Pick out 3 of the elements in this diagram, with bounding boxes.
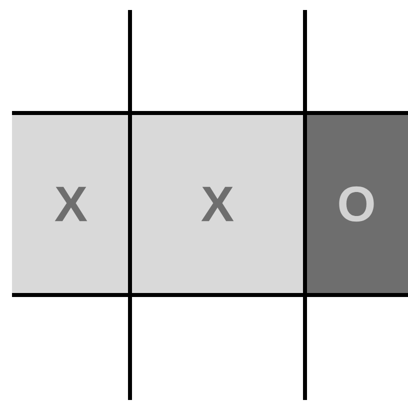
grid-cell: X [130, 113, 305, 295]
grid-cell: O [305, 113, 408, 295]
grid-cell: X [12, 113, 130, 295]
